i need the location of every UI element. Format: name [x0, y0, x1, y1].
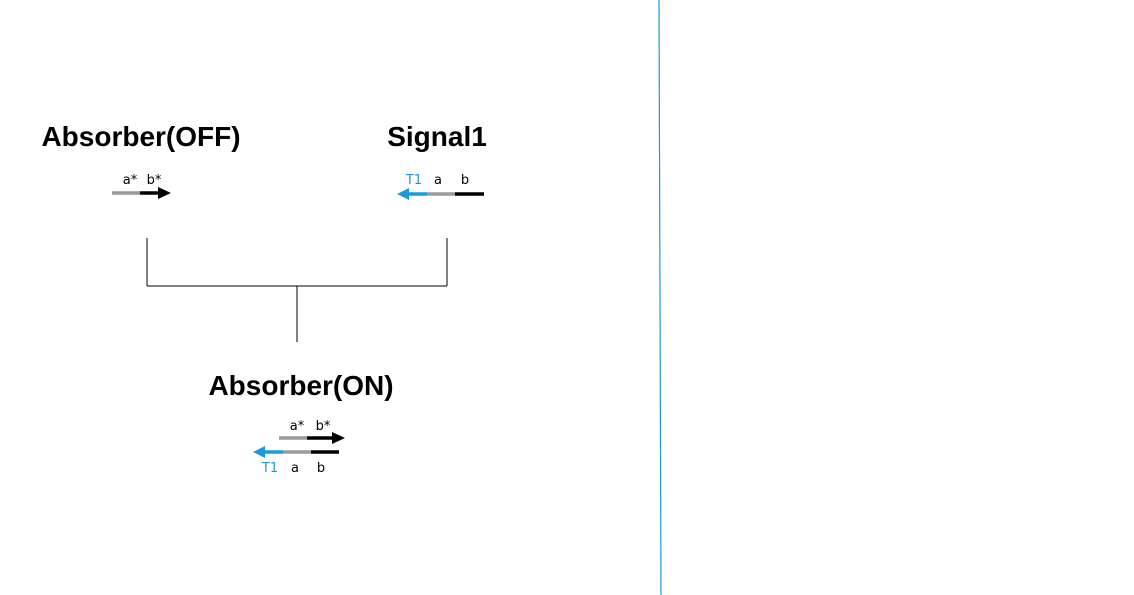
absorber-on-bottom-arrowhead: [253, 446, 265, 458]
absorber-on-bottom-label-b: b: [317, 461, 325, 476]
absorber-on-top-strand: a* b*: [279, 419, 345, 444]
absorber-on-bottom-strand: T1 a b: [253, 446, 339, 476]
absorber-on-bottom-label-a: a: [291, 461, 299, 476]
absorber-off-label-a: a*: [123, 173, 138, 188]
absorber-on-bottom-label-t1: T1: [261, 461, 278, 476]
signal1-arrowhead: [397, 188, 409, 200]
signal1-strand: T1 a b: [397, 173, 484, 200]
signal1-label-t1: T1: [405, 173, 422, 188]
absorber-on-top-label-a: a*: [290, 419, 305, 434]
absorber-on-top-label-b: b*: [316, 419, 331, 434]
absorber-on-title: Absorber(ON): [208, 370, 393, 401]
absorber-on-top-arrowhead: [332, 432, 345, 444]
absorber-off-strand: a* b*: [112, 173, 171, 199]
panel-divider: [658, 0, 662, 595]
absorber-off-title: Absorber(OFF): [41, 121, 240, 152]
absorber-off-arrowhead: [158, 187, 171, 199]
signal1-label-b: b: [461, 173, 469, 188]
reaction-connector: [146, 238, 448, 342]
absorber-off-label-b: b*: [147, 173, 162, 188]
signal1-title: Signal1: [387, 121, 487, 152]
signal1-label-a: a: [434, 173, 442, 188]
